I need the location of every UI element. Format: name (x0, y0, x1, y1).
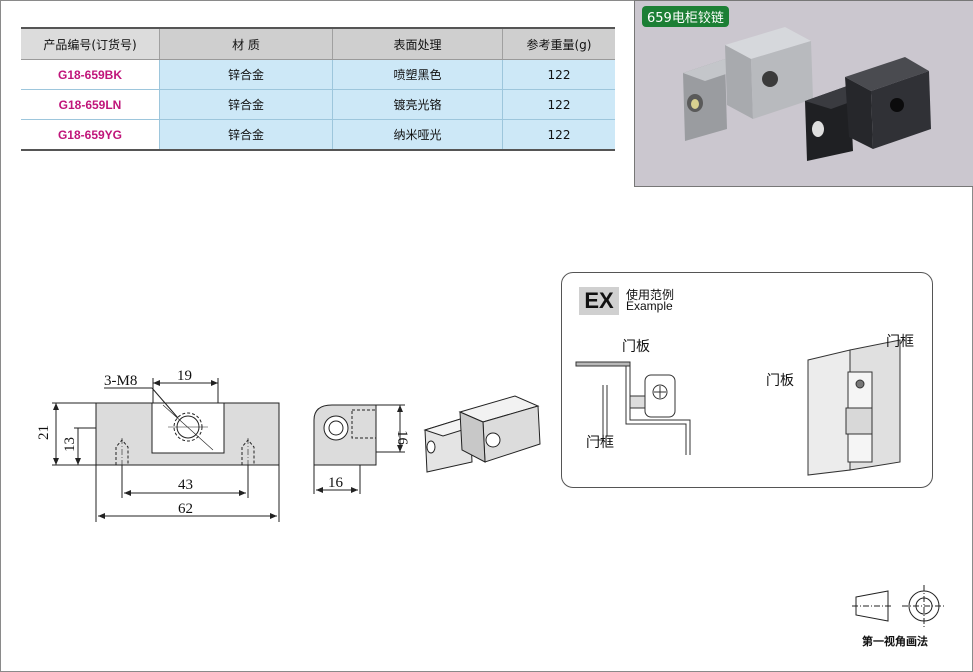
header-material: 材 质 (159, 27, 333, 60)
callout-door-frame-left: 门框 (586, 435, 614, 451)
callout-door-panel-right: 门板 (766, 373, 794, 389)
table-row: G18-659BK 锌合金 喷塑黑色 122 (21, 59, 615, 90)
dim-side-width: 16 (328, 475, 344, 491)
cell-finish: 纳米哑光 (332, 119, 503, 151)
cell-code: G18-659YG (21, 119, 160, 151)
dim-thread: 3-M8 (104, 373, 137, 389)
product-photo (634, 0, 973, 187)
hinge-photo-illustration (683, 27, 931, 161)
table-row: G18-659YG 锌合金 纳米哑光 122 (21, 119, 615, 151)
header-weight: 参考重量(g) (502, 27, 615, 60)
spec-table: 产品编号(订货号) 材 质 表面处理 参考重量(g) G18-659BK 锌合金… (21, 27, 615, 151)
cell-code: G18-659LN (21, 89, 160, 120)
callout-door-frame-right: 门框 (886, 334, 914, 350)
example-subtitle: Example (626, 299, 673, 313)
table-header-row: 产品编号(订货号) 材 质 表面处理 参考重量(g) (21, 27, 615, 60)
cell-finish: 喷塑黑色 (332, 59, 503, 90)
example-badge: EX (579, 287, 619, 315)
dim-height-hole: 13 (62, 437, 78, 452)
projection-label: 第一视角画法 (862, 635, 928, 648)
cell-material: 锌合金 (159, 89, 333, 120)
cell-weight: 122 (502, 59, 615, 90)
dim-length-total: 62 (178, 501, 193, 517)
photo-label: 659电柜铰链 (642, 6, 729, 27)
dim-hole-spacing: 43 (178, 477, 193, 493)
first-angle-projection-icon (852, 585, 946, 627)
dim-slot-width: 19 (177, 368, 192, 384)
header-code: 产品编号(订货号) (21, 27, 160, 60)
example-panel (561, 272, 933, 488)
dim-side-height: 16 (394, 430, 410, 446)
dim-height-total: 21 (36, 425, 52, 440)
header-finish: 表面处理 (332, 27, 503, 60)
cell-material: 锌合金 (159, 119, 333, 151)
cell-finish: 镀亮光铬 (332, 89, 503, 120)
cell-weight: 122 (502, 89, 615, 120)
table-row: G18-659LN 锌合金 镀亮光铬 122 (21, 89, 615, 120)
cell-material: 锌合金 (159, 59, 333, 90)
cell-code: G18-659BK (21, 59, 160, 90)
example-title: 使用范例 (626, 288, 675, 302)
callout-door-panel-top: 门板 (622, 339, 650, 355)
example-illustration (575, 339, 901, 476)
cell-weight: 122 (502, 119, 615, 151)
